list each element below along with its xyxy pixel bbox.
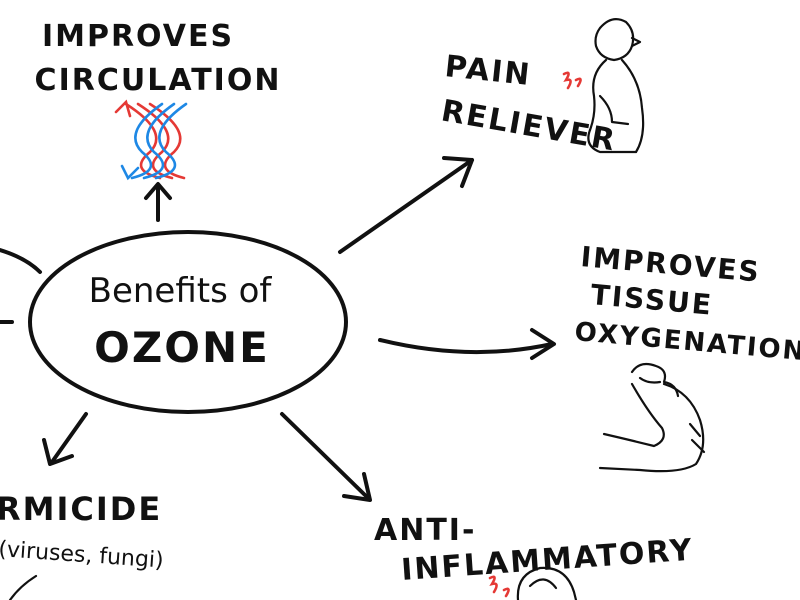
benefit-pain-reliever: PAIN RELIEVER: [439, 17, 645, 159]
circulation-label-line2: CIRCULATION: [35, 63, 282, 98]
benefit-anti-inflammatory: ANTI- INFLAMMATORY: [374, 513, 695, 600]
arrowhead-germicide: [42, 438, 74, 466]
blood-flow-icon: [114, 99, 188, 181]
benefit-circulation: IMPROVES CIRCULATION: [35, 19, 282, 181]
arrow-to-anti-inflammatory: [280, 412, 370, 500]
pain-label-line1: PAIN: [443, 49, 533, 93]
oxygenation-label-line2: TISSUE: [589, 278, 714, 322]
connectors: [0, 156, 556, 502]
benefit-tissue-oxygenation: IMPROVES TISSUE OXYGENATION: [573, 240, 800, 473]
benefit-germicide: RMICIDE (viruses, fungi): [0, 490, 164, 600]
arrowhead-pain: [442, 156, 474, 188]
germicide-label-line1: RMICIDE: [0, 490, 162, 528]
germicide-partial-sketch: [8, 574, 38, 600]
back-pain-figure-icon: [562, 17, 645, 154]
center-subject: OZONE: [94, 323, 270, 372]
arrowhead-oxygenation: [530, 328, 556, 360]
arrow-to-pain: [338, 158, 474, 254]
germicide-label-line2: (viruses, fungi): [0, 537, 164, 573]
circulation-label-line1: IMPROVES: [42, 19, 234, 54]
arrowhead-circulation: [144, 182, 172, 200]
oxygenation-label-line3: OXYGENATION: [573, 317, 800, 367]
arrow-to-oxygenation: [378, 338, 554, 355]
anti-inflammatory-label-line1: ANTI-: [374, 513, 476, 548]
arrow-to-germicide: [50, 412, 88, 464]
center-ellipse: [28, 230, 348, 414]
offscreen-connector-upper: [0, 248, 42, 274]
center-node: Benefits of OZONE: [28, 230, 348, 414]
flexed-arm-icon: [598, 362, 706, 473]
head-pain-icon: [488, 566, 578, 600]
center-title: Benefits of: [89, 271, 273, 311]
arrowhead-anti-inflammatory: [342, 472, 372, 502]
